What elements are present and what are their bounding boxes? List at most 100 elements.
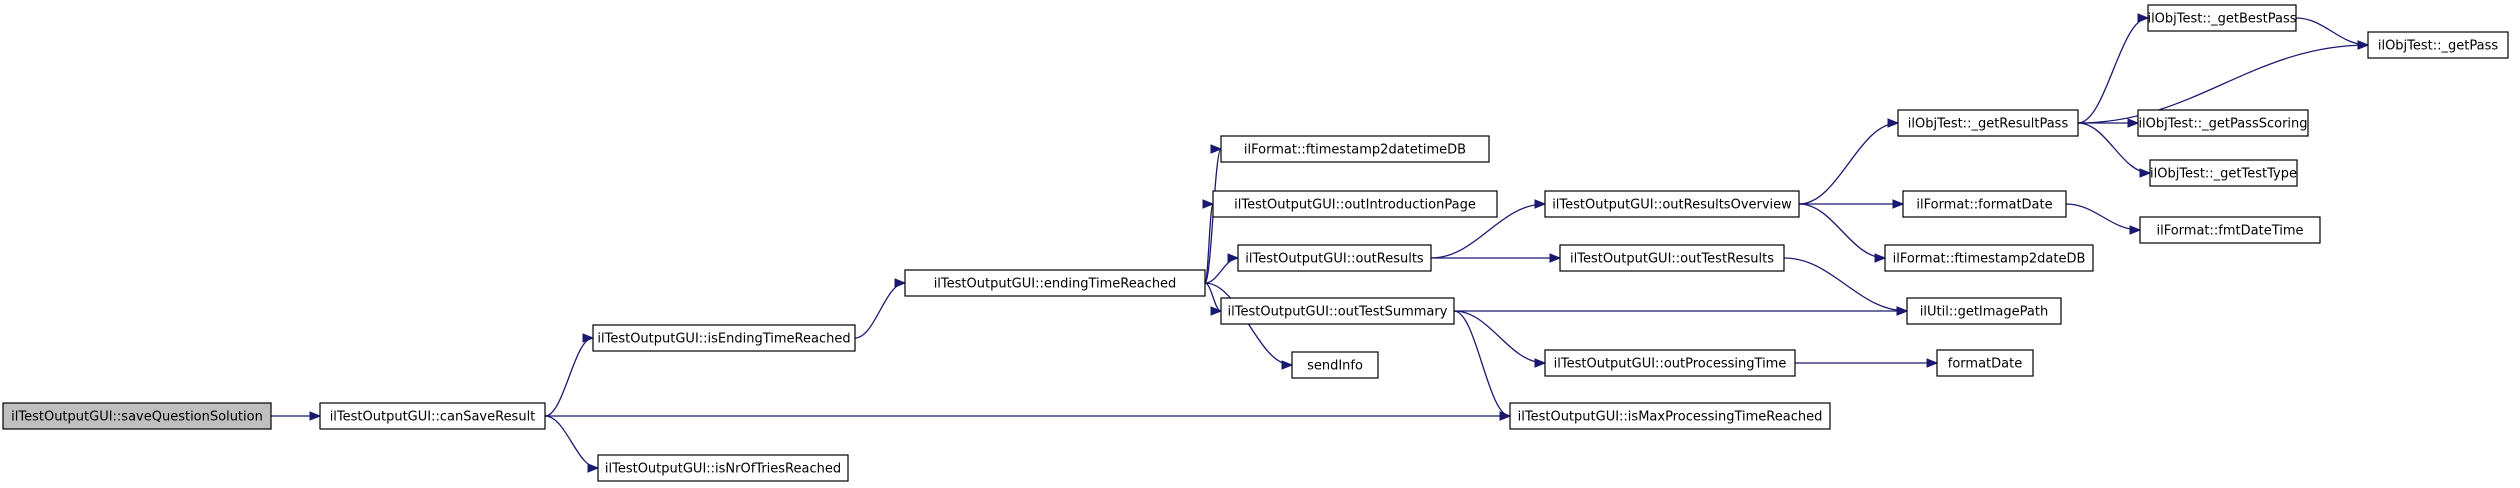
node-format-date-plain[interactable]: formatDate [1936,349,2034,377]
node-fmt-date-time[interactable]: ilFormat::fmtDateTime [2139,216,2321,244]
node-label: ilObjTest::_getPassScoring [2138,117,2307,132]
node-box [1544,349,1796,377]
edge-can-save-result-to-is-nr-of-tries-reached [544,415,600,473]
arrowhead-icon [2137,13,2150,23]
node-ftimestamp2datetime-db[interactable]: ilFormat::ftimestamp2datetimeDB [1220,135,1490,163]
edge-line [854,282,906,339]
edge-out-processing-time-to-format-date-plain [1794,358,1939,368]
node-get-test-type[interactable]: ilObjTest::_getTestType [2149,159,2298,187]
node-get-image-path[interactable]: ilUtil::getImagePath [1906,297,2062,325]
arrowhead-icon [2129,225,2142,235]
node-label: ilTestOutputGUI::outTestSummary [1228,305,1448,320]
node-label: ilTestOutputGUI::outProcessingTime [1554,357,1787,372]
arrowhead-icon [1926,358,1939,368]
node-ending-time-reached[interactable]: ilTestOutputGUI::endingTimeReached [904,269,1206,297]
node-out-processing-time[interactable]: ilTestOutputGUI::outProcessingTime [1544,349,1796,377]
arrowhead-icon [894,278,907,288]
arrowhead-icon [2139,168,2152,178]
node-label: ilFormat::formatDate [1916,198,2052,213]
node-out-test-results[interactable]: ilTestOutputGUI::outTestResults [1559,244,1785,272]
node-box [2137,109,2309,137]
edge-out-results-overview-to-ftimestamp2date-db [1798,203,1887,263]
arrowhead-icon [1887,118,1900,128]
edge-line [1798,122,1899,205]
arrowhead-icon [2127,118,2140,128]
arrowhead-icon [1874,253,1887,263]
node-is-ending-time-reached[interactable]: ilTestOutputGUI::isEndingTimeReached [592,324,856,352]
edge-line [2295,17,2369,46]
arrowhead-icon [582,333,595,343]
edge-line [1783,257,1908,312]
node-box [1220,135,1490,163]
node-box [1936,349,2034,377]
node-label: ilTestOutputGUI::canSaveResult [330,410,536,425]
node-box [1897,109,2079,137]
node-is-nr-of-tries-reached[interactable]: ilTestOutputGUI::isNrOfTriesReached [597,454,849,482]
node-out-test-summary[interactable]: ilTestOutputGUI::outTestSummary [1220,297,1455,325]
node-save-question-solution[interactable]: ilTestOutputGUI::saveQuestionSolution [2,402,272,430]
arrowhead-icon [309,411,322,421]
edge-line [1204,203,1214,284]
node-send-info[interactable]: sendInfo [1291,351,1379,379]
node-label: ilObjTest::_getBestPass [2147,12,2296,27]
node-label: ilTestOutputGUI::outResults [1245,252,1424,267]
node-label: sendInfo [1307,359,1363,374]
node-out-introduction-page[interactable]: ilTestOutputGUI::outIntroductionPage [1212,190,1498,218]
arrowhead-icon [1534,199,1547,209]
node-format-date[interactable]: ilFormat::formatDate [1902,190,2067,218]
node-label: ilTestOutputGUI::isEndingTimeReached [597,332,850,347]
node-label: ilUtil::getImagePath [1920,305,2048,320]
edge-is-ending-time-reached-to-ending-time-reached [854,278,907,339]
edge-get-best-pass-to-get-pass [2295,17,2370,50]
edge-out-results-overview-to-format-date [1799,199,1905,209]
edge-line [1430,203,1546,259]
node-get-pass[interactable]: ilObjTest::_getPass [2367,31,2509,59]
node-label: ilObjTest::_getResultPass [1908,117,2069,132]
node-label: ilFormat::ftimestamp2dateDB [1893,252,2086,267]
node-box [2149,159,2298,187]
node-label: ilTestOutputGUI::isNrOfTriesReached [605,462,841,477]
node-box [319,402,546,430]
node-box [2,402,272,430]
node-get-pass-scoring[interactable]: ilObjTest::_getPassScoring [2137,109,2309,137]
node-box [1237,244,1432,272]
edge-line [1798,203,1886,259]
node-get-result-pass[interactable]: ilObjTest::_getResultPass [1897,109,2079,137]
arrowhead-icon [1896,306,1909,316]
node-label: ilFormat::ftimestamp2datetimeDB [1244,143,1466,158]
node-can-save-result[interactable]: ilTestOutputGUI::canSaveResult [319,402,546,430]
edge-format-date-to-fmt-date-time [2065,203,2142,235]
edge-layer [270,13,2370,473]
node-box [2147,4,2297,32]
edge-ending-time-reached-to-out-introduction-page [1202,199,1215,284]
node-label: ilObjTest::_getTestType [2150,167,2297,182]
node-box [1220,297,1455,325]
node-label: ilFormat::fmtDateTime [2156,224,2303,239]
node-get-best-pass[interactable]: ilObjTest::_getBestPass [2147,4,2297,32]
node-ftimestamp2date-db[interactable]: ilFormat::ftimestamp2dateDB [1884,244,2094,272]
node-box [1212,190,1498,218]
node-label: ilTestOutputGUI::endingTimeReached [934,277,1177,292]
edge-get-result-pass-to-get-test-type [2077,122,2152,178]
node-box [1291,351,1379,379]
arrowhead-icon [1549,253,1562,263]
edge-out-test-results-to-get-image-path [1783,257,1909,316]
edge-line [544,337,594,417]
node-box [1559,244,1785,272]
edge-out-test-summary-to-out-processing-time [1453,310,1547,368]
edge-line [2077,44,2369,124]
arrowhead-icon [1210,306,1223,316]
node-box [597,454,849,482]
node-label: ilTestOutputGUI::saveQuestionSolution [11,410,263,425]
node-is-max-processing-time-reached[interactable]: ilTestOutputGUI::isMaxProcessingTimeReac… [1509,402,1831,430]
arrowhead-icon [1202,199,1215,209]
node-box [1884,244,2094,272]
node-out-results[interactable]: ilTestOutputGUI::outResults [1237,244,1432,272]
edge-line [2065,203,2141,231]
edge-ending-time-reached-to-send-info [1204,282,1294,370]
node-label: ilObjTest::_getPass [2378,39,2499,54]
node-out-results-overview[interactable]: ilTestOutputGUI::outResultsOverview [1544,190,1800,218]
edge-line [1453,310,1511,417]
